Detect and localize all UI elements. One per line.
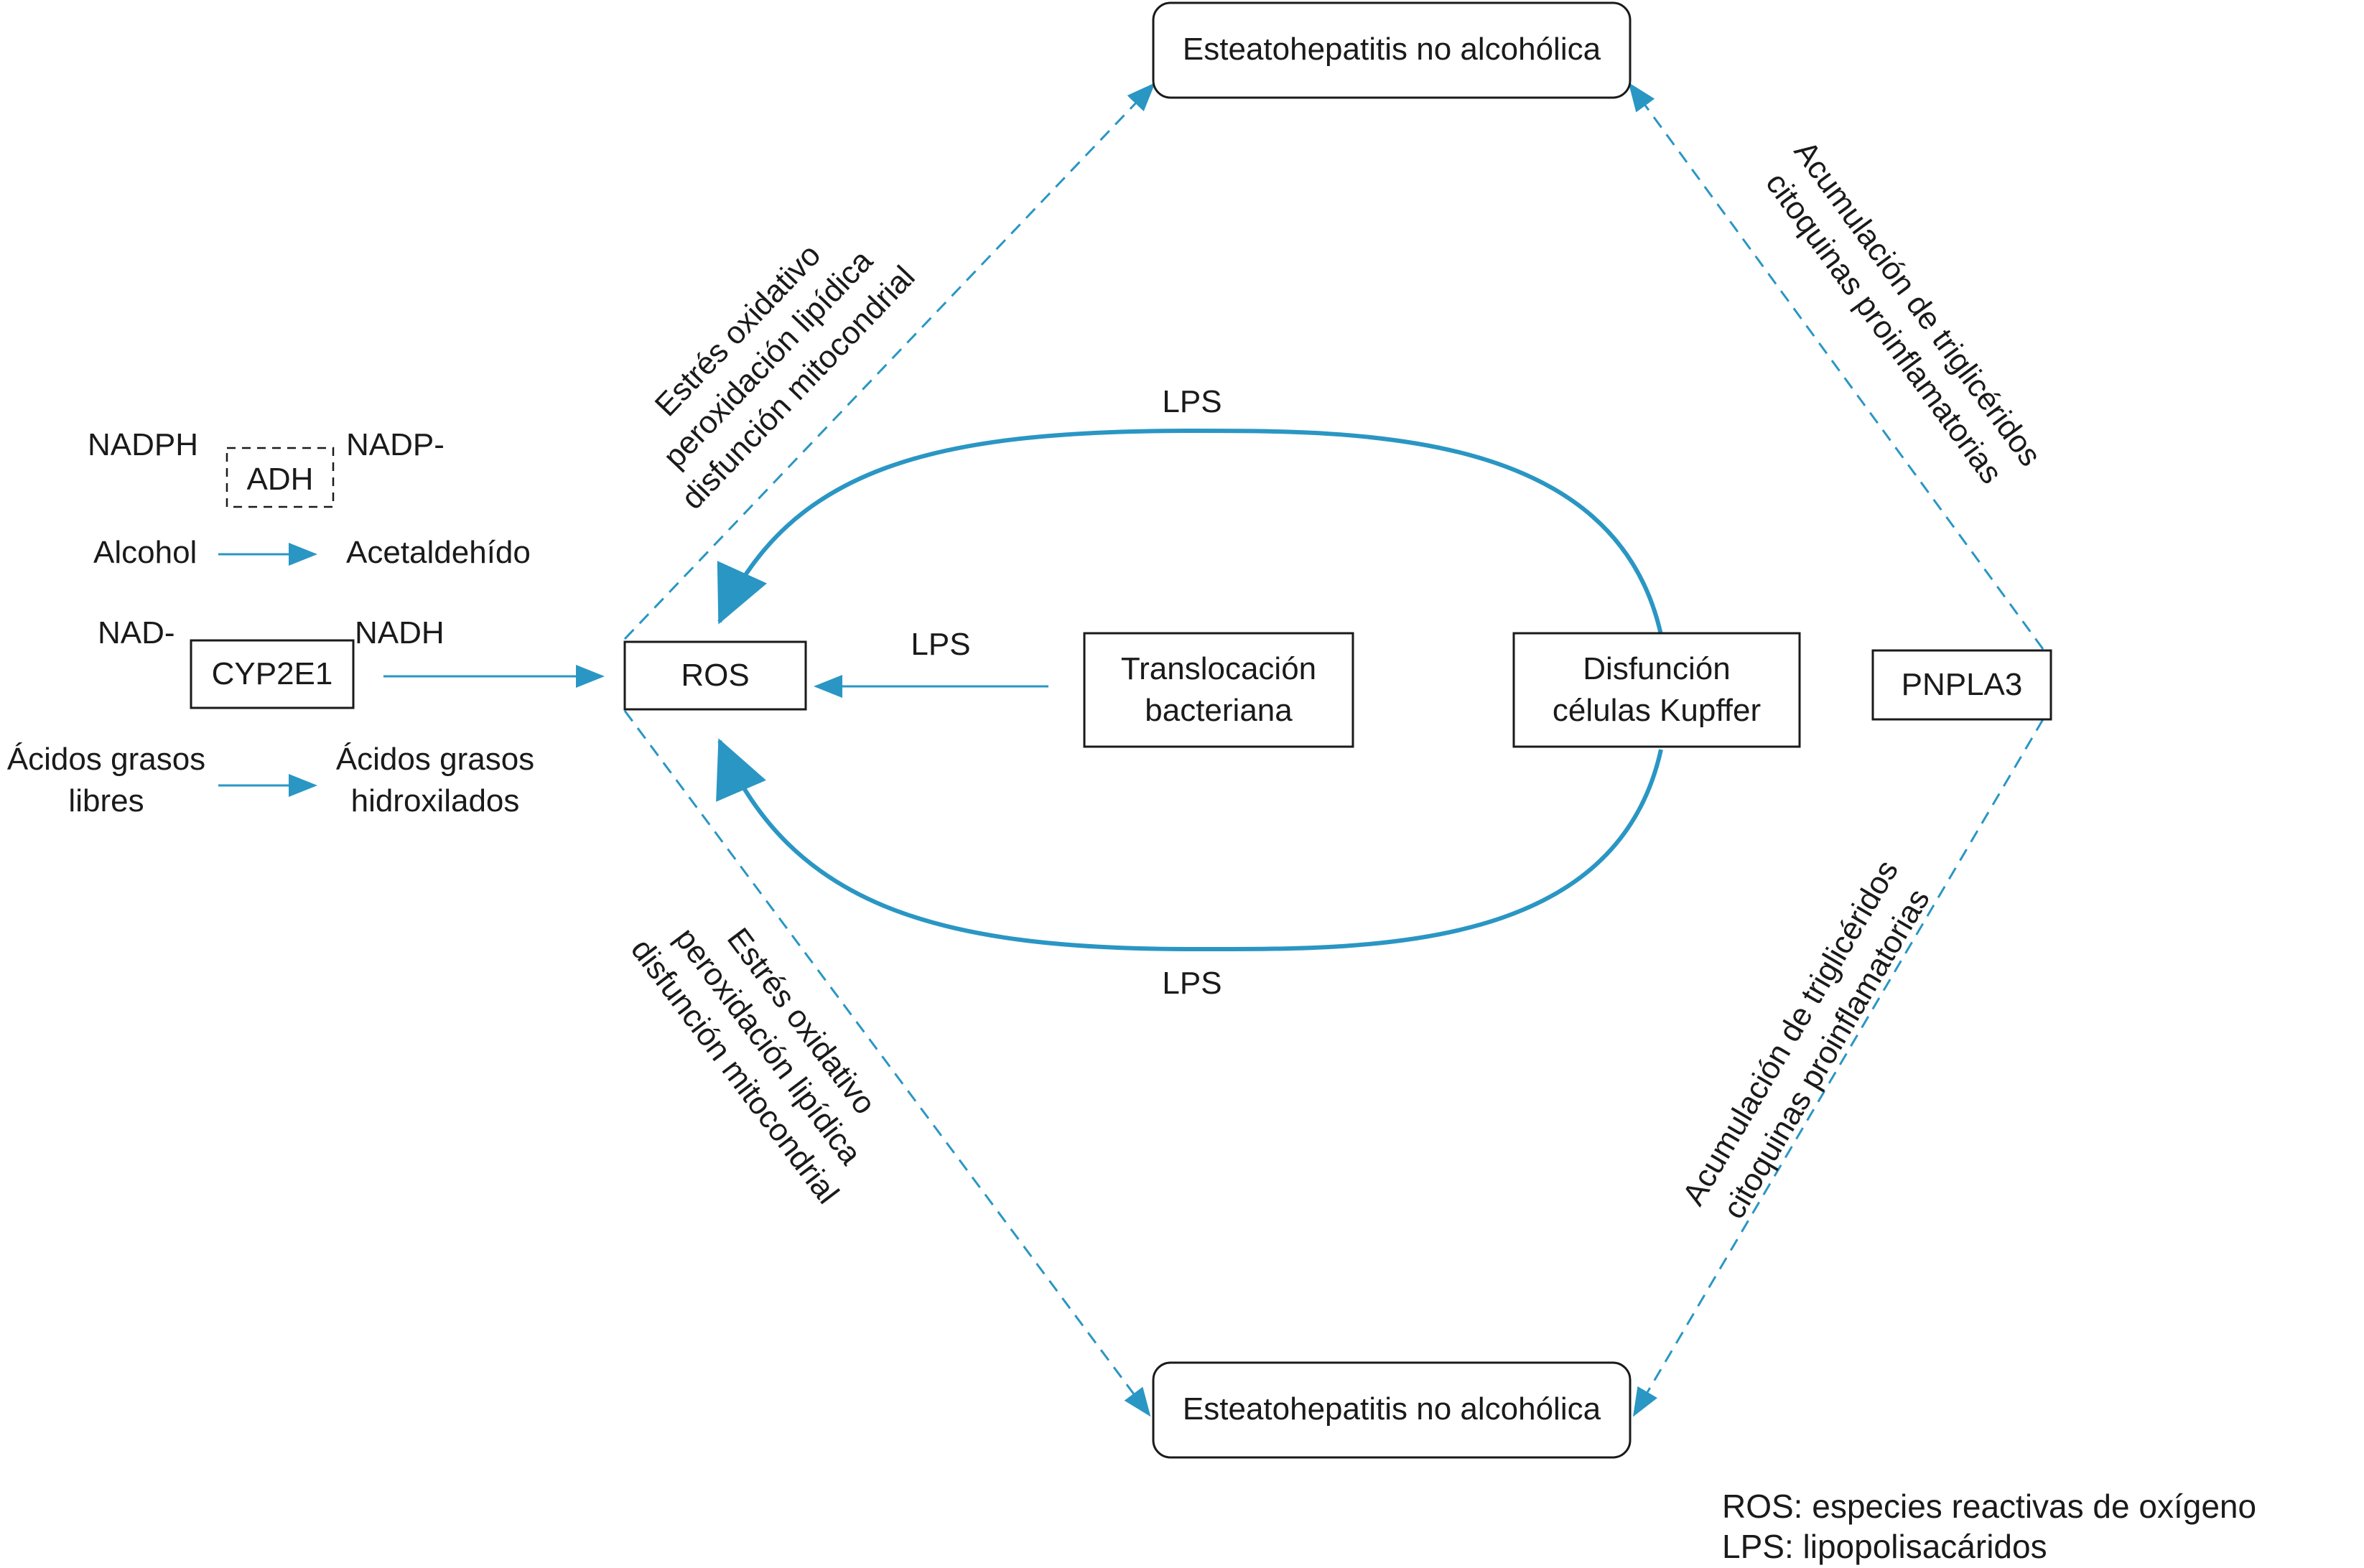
pnpla3-to-nash-top-connector [1628,82,2044,650]
translocation-node: Translocación bacteriana [1083,632,1354,748]
ros-label: ROS [681,658,749,693]
oxidative-stress-top-label: Estrés oxidativo peroxidación lipídica d… [648,238,922,516]
lps-arc-top [717,428,1663,635]
nash-bottom-label: Esteatohepatitis no alcohólica [1183,1391,1601,1427]
lps-labels: LPS LPS LPS [911,384,1221,1001]
nadp-label: NADP- [346,427,445,462]
ros-to-nash-bottom-connector [623,710,1151,1417]
lps-loop [716,428,1663,952]
accumulation-top-line-2: citoquinas proinflamatorias [1759,167,2009,490]
lps-bottom-label: LPS [1162,966,1221,1001]
adh-label: ADH [247,462,314,497]
acetaldehyde-label: Acetaldehído [346,535,531,570]
cyp2e1-node: CYP2E1 [190,639,355,709]
hydroxylated-fatty-acids-line-1: Ácidos grasos [336,742,534,777]
kupffer-label-line-1: Disfunción [1583,651,1730,686]
nadph-label: NADPH [88,427,198,462]
nadh-label: NADH [355,615,445,650]
hydroxylated-fatty-acids-line-2: hidroxilados [351,783,520,818]
cyp2e1-label: CYP2E1 [212,656,333,691]
translocation-label-line-1: Translocación [1121,651,1316,686]
pnpla3-label: PNPLA3 [1902,667,2023,702]
accumulation-bottom-label: Acumulación de triglicéridos citoquinas … [1676,854,1937,1225]
alcohol-label: Alcohol [93,535,197,570]
nash-top-label: Esteatohepatitis no alcohólica [1183,32,1601,67]
kupffer-label-line-2: células Kupffer [1553,693,1761,728]
ros-node: ROS [623,640,807,711]
free-fatty-acids-line-1: Ácidos grasos [7,742,205,777]
nash-top-node: Esteatohepatitis no alcohólica [1152,1,1632,99]
legend-lps: LPS: lipopolisacáridos [1722,1528,2047,1565]
accumulation-bottom-line-1: Acumulación de triglicéridos [1676,854,1905,1211]
lps-arc-bottom [716,738,1663,952]
kupffer-node: Disfunción células Kupffer [1512,632,1801,748]
metabolism-labels: NADPH NADP- Alcohol Acetaldehído NAD- NA… [7,427,534,818]
accumulation-top-line-1: Acumulación de triglicéridos [1787,134,2048,472]
oxidative-top-line-3: disfunción mitocondrial [674,259,921,516]
legend: ROS: especies reactivas de oxígeno LPS: … [1722,1488,2256,1565]
lps-top-label: LPS [1162,384,1221,419]
accumulation-bottom-line-2: citoquinas proinflamatorias [1716,883,1937,1225]
nash-bottom-node: Esteatohepatitis no alcohólica [1152,1361,1632,1459]
dashed-connectors [623,82,2044,1417]
adh-node: ADH [225,447,335,508]
nad-label: NAD- [98,615,175,650]
legend-ros: ROS: especies reactivas de oxígeno [1722,1488,2256,1525]
oxidative-stress-bottom-label: Estrés oxidativo peroxidación lipídica d… [624,921,883,1210]
free-fatty-acids-line-2: libres [68,783,144,818]
pnpla3-node: PNPLA3 [1871,649,2052,721]
pnpla3-to-nash-bottom-connector [1632,719,2044,1417]
translocation-label-line-2: bacteriana [1145,693,1293,728]
solid-arrows [218,543,1048,797]
lps-middle-label: LPS [911,627,970,662]
accumulation-top-label: Acumulación de triglicéridos citoquinas … [1759,134,2048,490]
